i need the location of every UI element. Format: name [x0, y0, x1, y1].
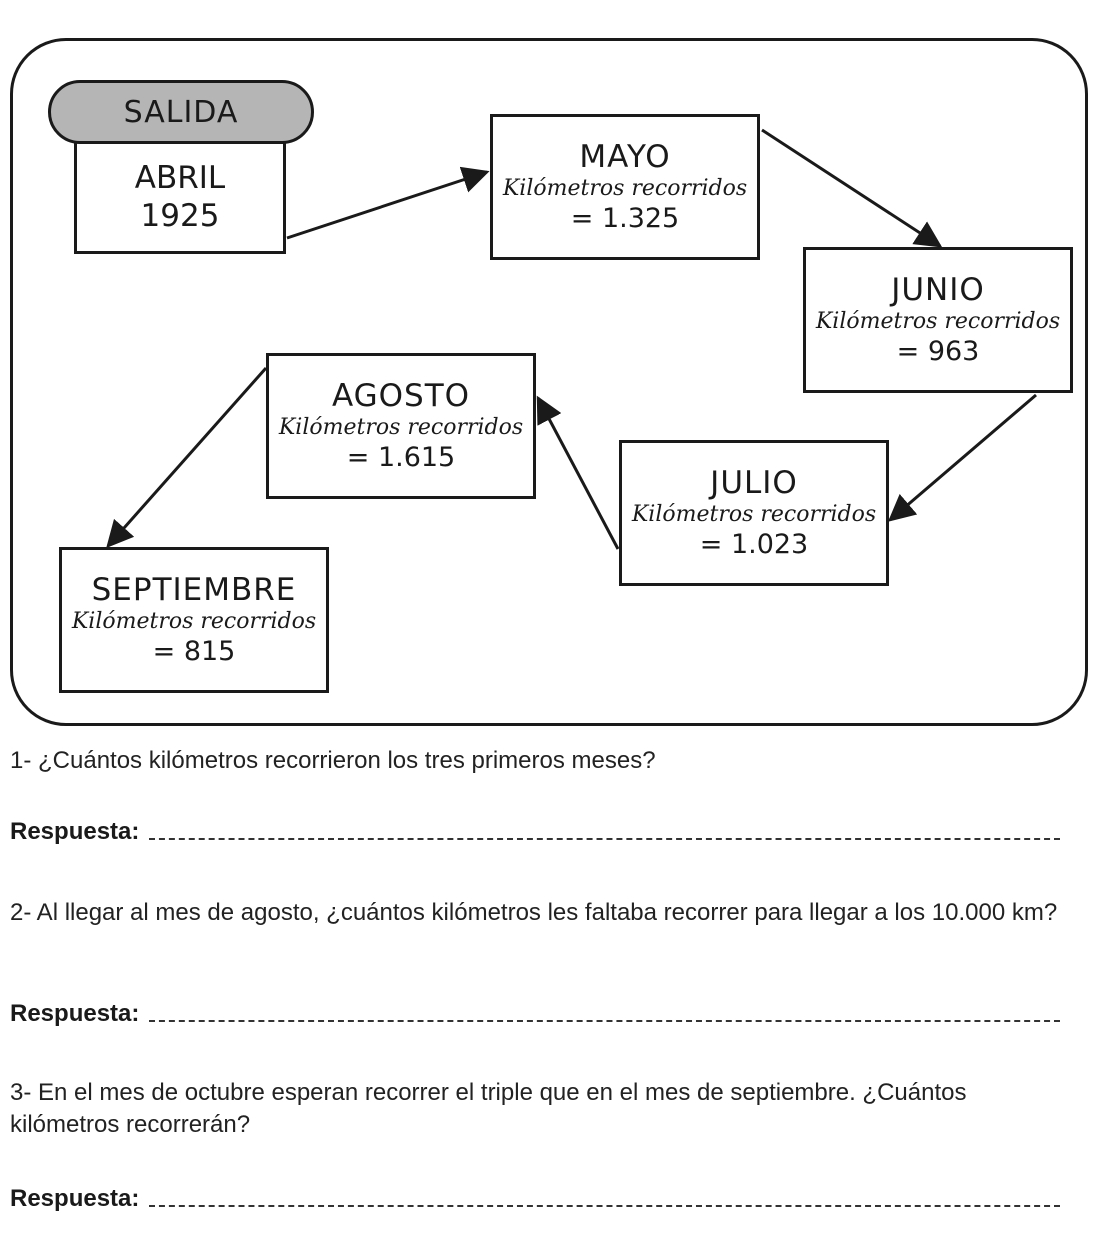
month-box-septiembre: SEPTIEMBRE Kilómetros recorridos = 815	[59, 547, 329, 693]
answer-field-1[interactable]	[149, 838, 1060, 840]
km-label: Kilómetros recorridos	[71, 609, 317, 634]
answer-label: Respuesta:	[10, 818, 140, 845]
start-box-abril: ABRIL 1925	[74, 140, 286, 254]
km-label: Kilómetros recorridos	[631, 502, 877, 527]
km-value: = 815	[152, 636, 236, 667]
answer-row-2: Respuesta:	[10, 997, 1070, 1031]
question-1: 1- ¿Cuántos kilómetros recorrieron los t…	[10, 747, 656, 774]
month-name: JUNIO	[891, 272, 985, 308]
month-box-junio: JUNIO Kilómetros recorridos = 963	[803, 247, 1073, 393]
answer-row-3: Respuesta:	[10, 1182, 1070, 1216]
month-box-mayo: MAYO Kilómetros recorridos = 1.325	[490, 114, 760, 260]
month-box-agosto: AGOSTO Kilómetros recorridos = 1.615	[266, 353, 536, 499]
km-label: Kilómetros recorridos	[502, 176, 748, 201]
km-value: = 1.615	[346, 442, 456, 473]
km-label: Kilómetros recorridos	[278, 415, 524, 440]
start-month: ABRIL	[134, 160, 226, 196]
month-name: AGOSTO	[331, 378, 471, 414]
km-value: = 1.325	[570, 203, 680, 234]
month-name: SEPTIEMBRE	[91, 572, 297, 608]
answer-label: Respuesta:	[10, 1185, 140, 1212]
question-3: 3- En el mes de octubre esperan recorrer…	[10, 1079, 967, 1138]
question-2: 2- Al llegar al mes de agosto, ¿cuántos …	[10, 899, 1058, 926]
month-name: JULIO	[710, 465, 798, 501]
answer-row-1: Respuesta:	[10, 815, 1070, 849]
km-value: = 963	[896, 336, 980, 367]
month-name: MAYO	[579, 139, 671, 175]
month-box-julio: JULIO Kilómetros recorridos = 1.023	[619, 440, 889, 586]
diagram-frame	[10, 38, 1088, 726]
answer-label: Respuesta:	[10, 1000, 140, 1027]
answer-field-2[interactable]	[149, 1020, 1060, 1022]
km-value: = 1.023	[699, 529, 809, 560]
km-label: Kilómetros recorridos	[815, 309, 1061, 334]
start-badge: SALIDA	[48, 80, 314, 144]
answer-field-3[interactable]	[149, 1205, 1060, 1207]
start-year: 1925	[140, 198, 220, 234]
